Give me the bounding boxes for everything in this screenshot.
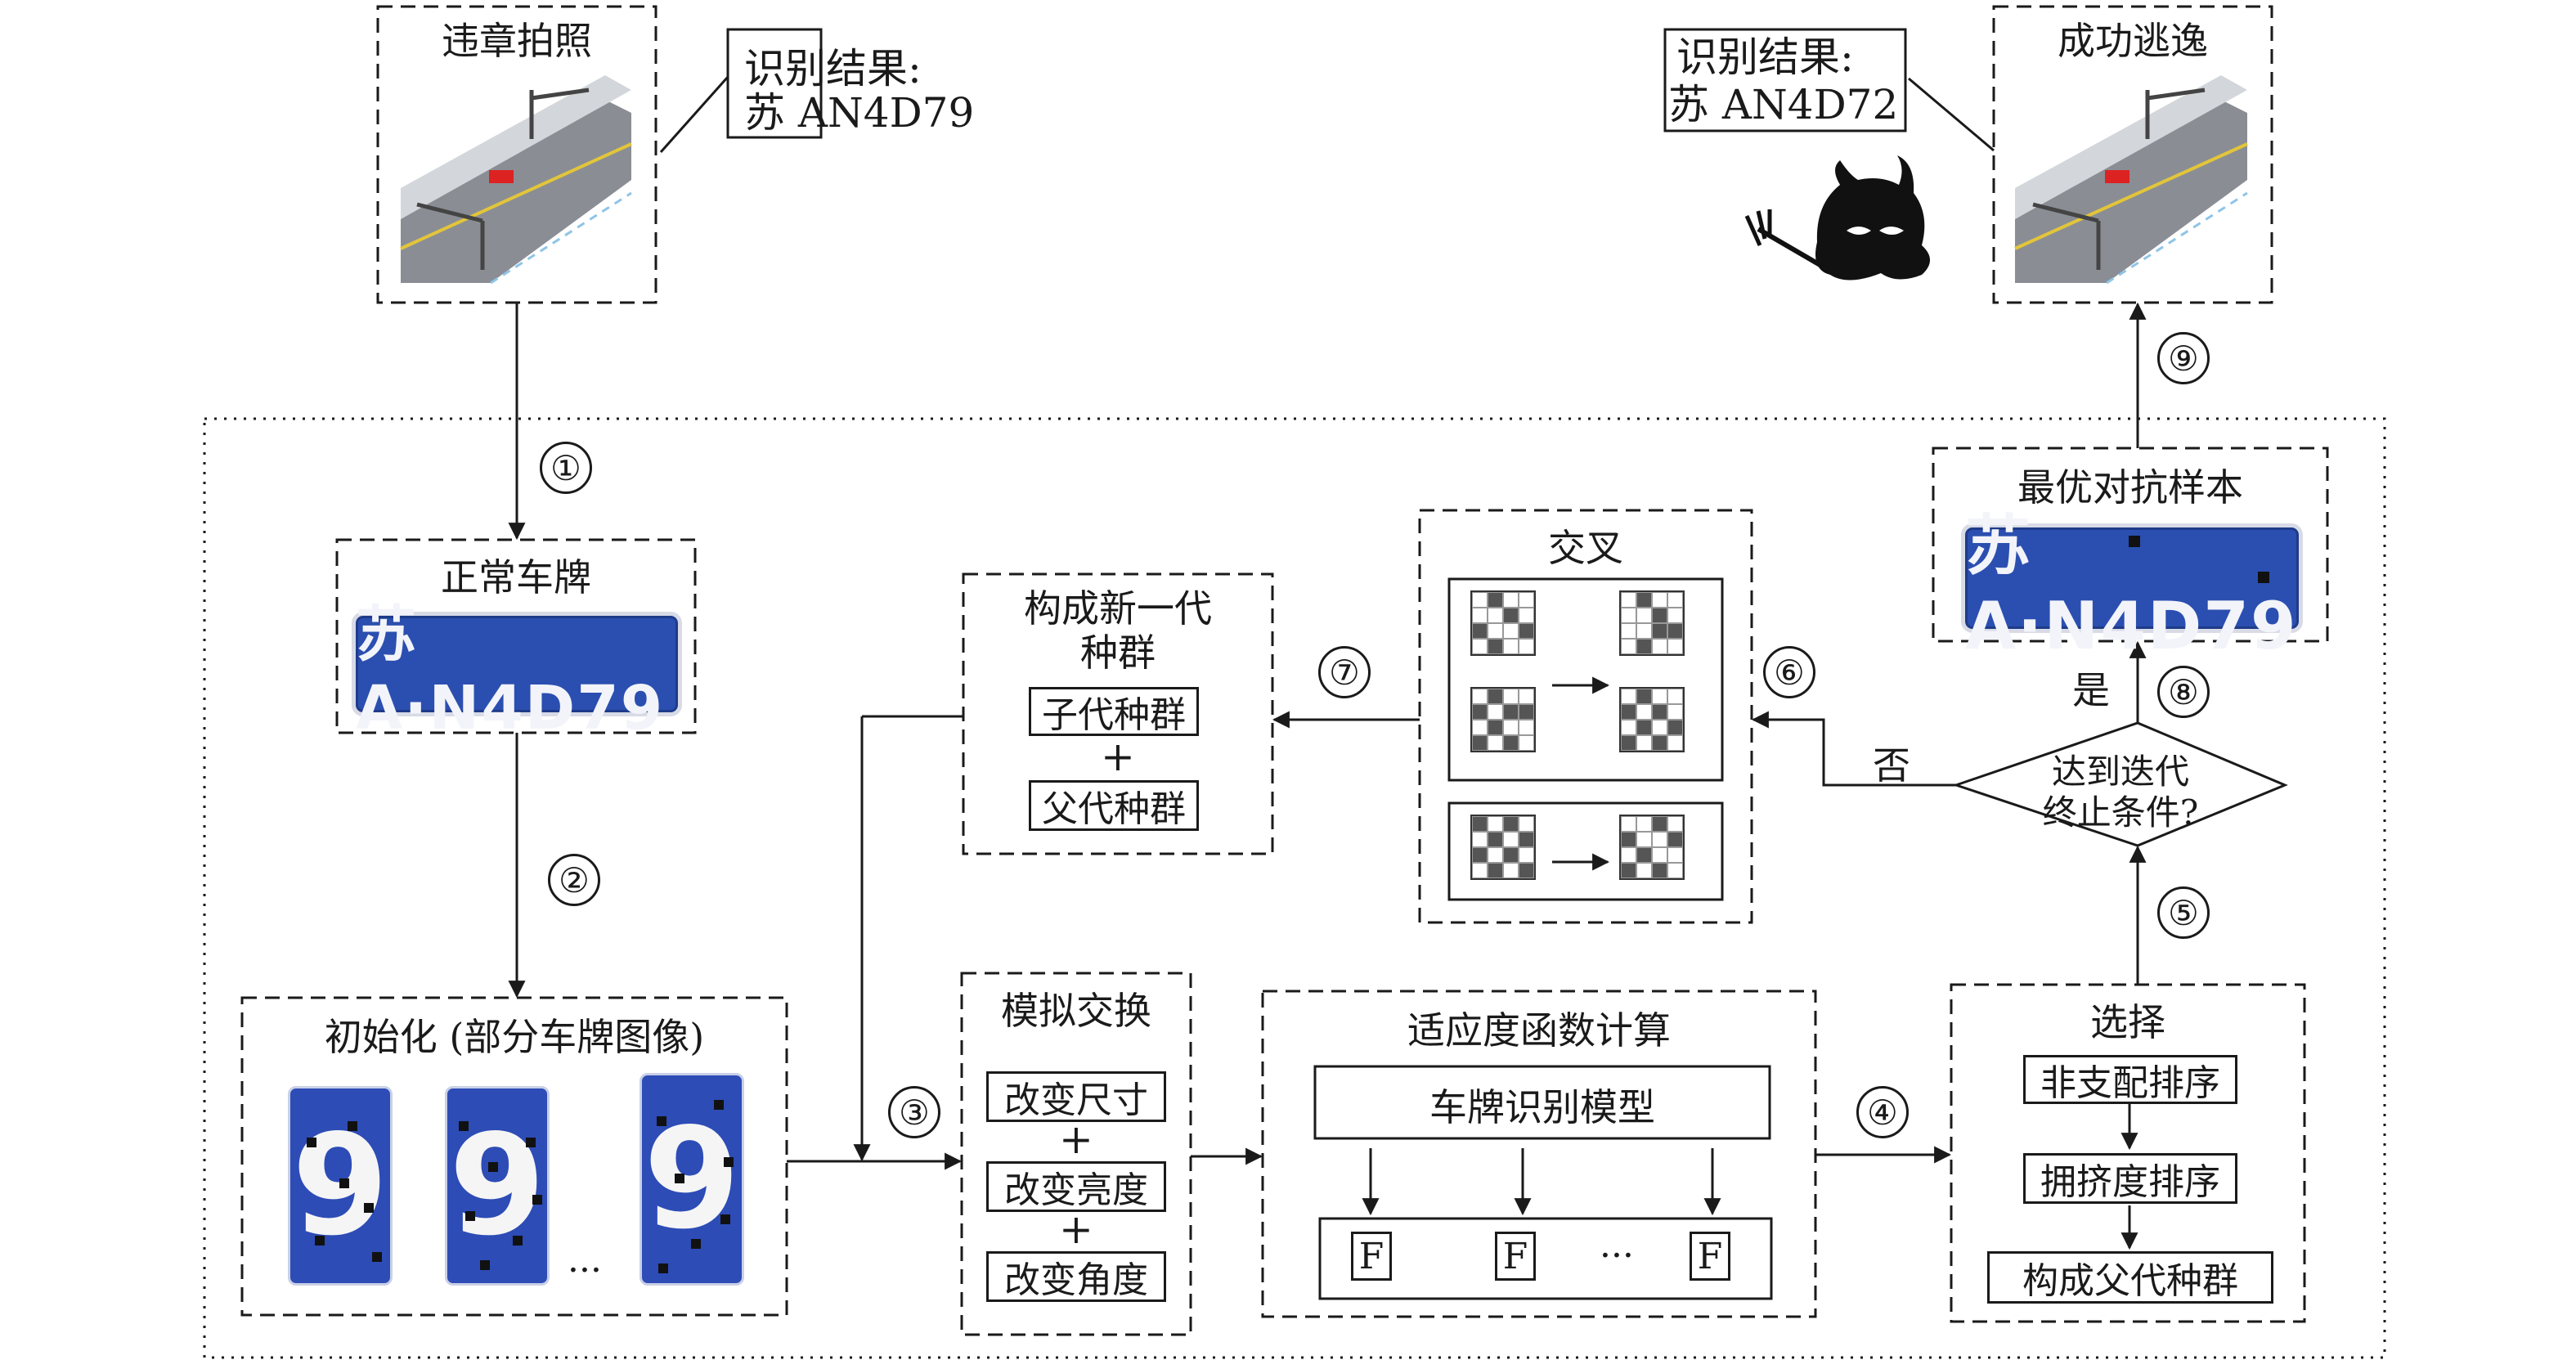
plate-fragment-2-char: 9 — [448, 1105, 546, 1267]
select-title: 选择 — [2090, 1000, 2165, 1044]
step-3: ③ — [888, 1086, 940, 1138]
devil-icon — [1744, 155, 1930, 281]
resize-box: 改变尺寸 — [986, 1071, 1166, 1122]
step-9: ⑨ — [2157, 332, 2210, 384]
crossover-title: 交叉 — [1548, 526, 1623, 570]
result-value-left: 苏 AN4D79 — [744, 89, 975, 137]
violation-photo-title: 违章拍照 — [442, 19, 592, 63]
init-title: 初始化 (部分车牌图像) — [324, 1015, 705, 1059]
best-plate-text: 苏A·N4D79 — [1965, 507, 2298, 664]
pattern-b — [1619, 590, 1685, 656]
best-title: 最优对抗样本 — [2017, 465, 2243, 509]
decision-diamond — [1952, 721, 2288, 847]
result-value-right: 苏 AN4D72 — [1668, 81, 1899, 128]
crossover-panel-2 — [1447, 801, 1724, 901]
road-scene-right — [2014, 75, 2248, 285]
pattern-a — [1470, 590, 1536, 656]
step-1: ① — [540, 442, 592, 494]
pattern-e — [1470, 815, 1536, 880]
plus-1: + — [1059, 1115, 1093, 1163]
plate-fragment-1: 9 — [288, 1086, 393, 1286]
f-box-1: F — [1351, 1232, 1392, 1281]
pattern-d — [1619, 687, 1685, 752]
nondominated-sort-box: 非支配排序 — [2023, 1055, 2237, 1104]
step-4: ④ — [1856, 1086, 1909, 1138]
crowding-sort-box: 拥挤度排序 — [2023, 1153, 2237, 1204]
pattern-c — [1470, 687, 1536, 752]
box-result-right — [1663, 28, 1907, 132]
f-ellipsis: ··· — [1600, 1235, 1634, 1277]
plate-fragment-3: 9 — [640, 1073, 744, 1286]
init-ellipsis: ··· — [568, 1250, 602, 1291]
f-box-3: F — [1690, 1232, 1730, 1281]
pattern-f — [1619, 815, 1685, 880]
crossover-panel-1 — [1447, 577, 1724, 782]
road-scene-left — [400, 75, 632, 285]
step-8: ⑧ — [2157, 666, 2210, 718]
f-box-2: F — [1495, 1232, 1536, 1281]
normal-plate-text: 苏A·N4D79 — [356, 599, 665, 743]
result-label-right: 识别结果: — [1676, 34, 1854, 81]
result-label-left: 识别结果: — [744, 45, 922, 92]
step-7: ⑦ — [1318, 646, 1371, 698]
form-parent-box: 构成父代种群 — [1987, 1251, 2273, 1304]
decision-line1: 达到迭代 — [2051, 752, 2189, 792]
simulate-title: 模拟交换 — [1001, 989, 1151, 1033]
box-model — [1313, 1065, 1771, 1140]
decision-line2: 终止条件? — [2042, 792, 2199, 833]
fitness-title: 适应度函数计算 — [1407, 1008, 1671, 1053]
box-simulate — [960, 972, 1192, 1336]
box-init — [240, 996, 788, 1317]
newgen-title-line2: 种群 — [1080, 631, 1156, 675]
brightness-box: 改变亮度 — [986, 1161, 1166, 1212]
model-label: 车牌识别模型 — [1429, 1085, 1655, 1129]
child-pop-box: 子代种群 — [1029, 687, 1199, 736]
step-6: ⑥ — [1763, 646, 1815, 698]
newgen-title-line1: 构成新一代 — [1024, 586, 1212, 631]
step-5: ⑤ — [2157, 886, 2210, 939]
box-result-left — [726, 28, 823, 139]
decision-yes: 是 — [2072, 668, 2110, 712]
angle-box: 改变角度 — [986, 1251, 1166, 1302]
plus-2: + — [1059, 1205, 1093, 1253]
box-f-row — [1318, 1217, 1773, 1300]
parent-pop-box: 父代种群 — [1029, 780, 1199, 831]
escape-title: 成功逃逸 — [2058, 19, 2208, 63]
best-plate-image: 苏A·N4D79 — [1961, 508, 2303, 664]
decision-no: 否 — [1873, 743, 1910, 788]
plate-fragment-2: 9 — [445, 1086, 550, 1286]
outer-frame — [203, 417, 2386, 1359]
normal-plate-image: 苏A·N4D79 — [352, 599, 682, 743]
normal-plate-title: 正常车牌 — [441, 555, 591, 599]
step-2: ② — [548, 854, 600, 906]
newgen-plus: + — [1101, 733, 1135, 780]
